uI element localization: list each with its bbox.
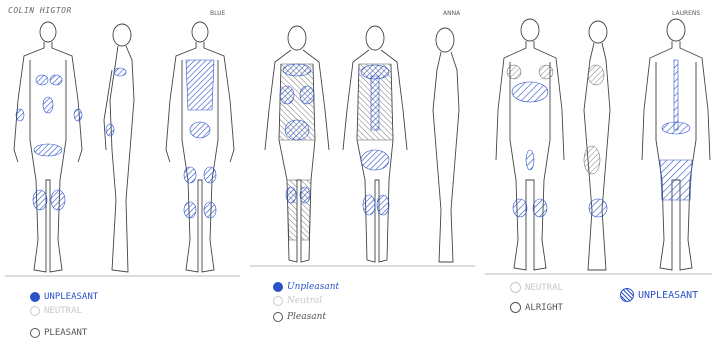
figure-back (343, 26, 407, 262)
legend-swatch (30, 328, 40, 338)
figure-front (496, 19, 564, 270)
panel-laurens: LAURENS (480, 0, 717, 342)
legend-item: Unpleasant (273, 282, 339, 292)
unpleasant-zones-side (106, 68, 126, 136)
figure-side (104, 24, 134, 272)
legend-label: UNPLEASANT (638, 290, 698, 301)
unpleasant-zones-side (589, 199, 607, 217)
legend-label: Neutral (287, 296, 322, 306)
legend-swatch (273, 312, 283, 322)
figure-back (642, 19, 710, 270)
unpleasant-zones-front (16, 75, 82, 210)
legend-item: Neutral (273, 296, 322, 306)
legend-label: NEUTRAL (44, 306, 82, 316)
legend-item: PLEASANT (30, 328, 87, 338)
panel-colin: COLIN HIGTOR BLUE (0, 0, 245, 342)
legend-label: UNPLEASANT (44, 292, 98, 302)
legend-swatch (273, 296, 283, 306)
alright-zones-front (507, 65, 553, 79)
body-map-colin (0, 0, 245, 342)
legend-label: Pleasant (287, 312, 326, 322)
figure-side (584, 21, 610, 270)
panel-anna: ANNA (245, 0, 480, 342)
figure-back (166, 22, 234, 272)
legend-label: PLEASANT (44, 328, 87, 338)
legend-item: UNPLEASANT (620, 288, 698, 302)
legend-swatch (510, 302, 521, 313)
legend-label: NEUTRAL (525, 283, 563, 293)
legend-swatch (273, 282, 283, 292)
legend-item: NEUTRAL (30, 306, 82, 316)
legend-item: ALRIGHT (510, 302, 563, 313)
legend-swatch (620, 288, 634, 302)
legend-swatch (30, 306, 40, 316)
figure-side (433, 28, 459, 262)
legend-label: ALRIGHT (525, 303, 563, 313)
unpleasant-zones-back (660, 60, 692, 200)
legend-item: Pleasant (273, 312, 326, 322)
legend-item: UNPLEASANT (30, 292, 98, 302)
legend-label: Unpleasant (287, 282, 339, 292)
legend-swatch (30, 292, 40, 302)
legend-swatch (510, 282, 521, 293)
legend-item: NEUTRAL (510, 282, 563, 293)
unpleasant-zones-front (512, 82, 548, 217)
